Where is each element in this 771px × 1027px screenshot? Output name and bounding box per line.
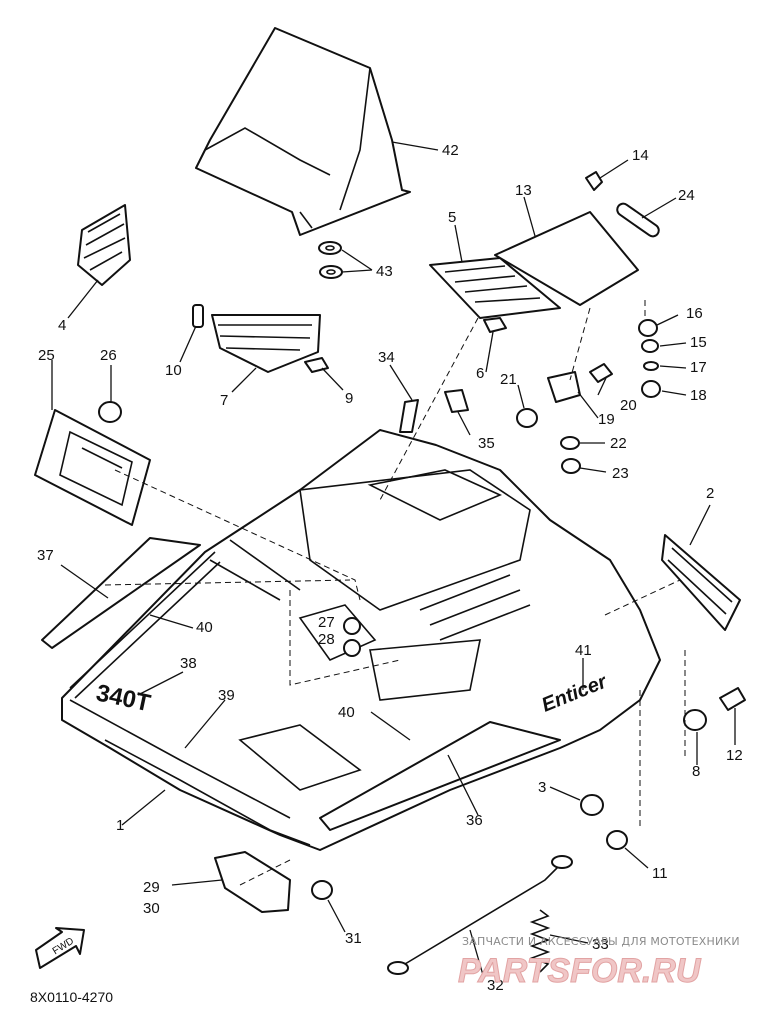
label-part-36: 36 <box>466 812 483 829</box>
label-part-2: 2 <box>706 485 714 502</box>
label-part-40b: 40 <box>338 704 355 721</box>
washer-part <box>643 361 659 371</box>
label-part-27: 27 <box>318 614 335 631</box>
label-part-32: 32 <box>487 977 504 994</box>
decal-part <box>444 389 469 413</box>
bushing-part <box>638 319 658 337</box>
label-part-33: 33 <box>592 936 609 953</box>
label-part-7: 7 <box>220 392 228 409</box>
label-part-43: 43 <box>376 263 393 280</box>
cable-part <box>387 855 573 975</box>
label-part-42: 42 <box>442 142 459 159</box>
nut-part <box>641 339 659 353</box>
grommet-part <box>516 408 538 428</box>
label-part-4: 4 <box>58 317 66 334</box>
label-part-13: 13 <box>515 182 532 199</box>
vent-pad-part <box>429 257 561 319</box>
label-part-1: 1 <box>116 817 124 834</box>
label-part-19: 19 <box>598 411 615 428</box>
drain-plug-part <box>343 617 361 635</box>
assembly-guides <box>104 300 686 886</box>
label-part-3: 3 <box>538 779 546 796</box>
bolt-part <box>589 363 613 383</box>
label-part-26: 26 <box>100 347 117 364</box>
decal-part <box>399 399 419 433</box>
label-part-11: 11 <box>652 865 668 882</box>
label-part-5: 5 <box>448 209 456 226</box>
grommet-part <box>580 794 604 816</box>
grille-part <box>211 314 321 373</box>
label-part-14: 14 <box>632 147 649 164</box>
label-part-39: 39 <box>218 687 235 704</box>
label-part-31: 31 <box>345 930 362 947</box>
label-part-29: 29 <box>143 879 160 896</box>
screw-part <box>585 171 603 191</box>
drawing-code: 8X0110-4270 <box>30 989 113 1005</box>
washer-part <box>318 241 343 279</box>
label-part-8: 8 <box>692 763 700 780</box>
label-part-20: 20 <box>620 397 637 414</box>
drain-plug-part <box>343 639 361 657</box>
watermark: ЗАПЧАСТИ И АКСЕССУАРЫ ДЛЯ МОТОТЕХНИКИ PA… <box>458 935 740 991</box>
fwd-arrow-icon: FWD <box>35 927 85 969</box>
hinge-part <box>214 851 291 913</box>
label-part-12: 12 <box>726 747 743 764</box>
label-part-16: 16 <box>686 305 703 322</box>
label-part-6: 6 <box>476 365 484 382</box>
watermark-tagline: ЗАПЧАСТИ И АКСЕССУАРЫ ДЛЯ МОТОТЕХНИКИ <box>462 935 740 948</box>
rod-part <box>616 202 660 238</box>
trim-strip-part <box>319 721 561 831</box>
trim-strip-part <box>69 551 221 699</box>
side-panel-part <box>34 409 151 526</box>
label-part-40a: 40 <box>196 619 213 636</box>
washer-part <box>560 436 580 450</box>
vent-louver-part <box>77 204 131 286</box>
windshield-part <box>195 27 411 236</box>
grommet-part <box>606 830 628 850</box>
label-part-37: 37 <box>37 547 54 564</box>
label-part-28: 28 <box>318 631 335 648</box>
label-part-15: 15 <box>690 334 707 351</box>
label-part-23: 23 <box>612 465 629 482</box>
label-part-18: 18 <box>690 387 707 404</box>
clip-part <box>483 317 507 333</box>
nut-part <box>561 458 581 474</box>
trim-strip-part <box>69 699 291 819</box>
bushing-part <box>311 880 333 900</box>
label-part-41: 41 <box>575 642 592 659</box>
bracket-part <box>547 371 581 403</box>
spring-part <box>529 909 551 973</box>
trim-strip-part <box>41 537 201 649</box>
label-part-30: 30 <box>143 900 160 917</box>
label-part-17: 17 <box>690 359 707 376</box>
label-part-9: 9 <box>345 390 353 407</box>
grommet-part <box>98 401 122 423</box>
label-part-34: 34 <box>378 349 395 366</box>
label-part-35: 35 <box>478 435 495 452</box>
side-vent-part <box>661 534 741 631</box>
label-part-22: 22 <box>610 435 627 452</box>
cap-part <box>641 380 661 398</box>
watermark-logo: PARTSFOR.RU <box>458 952 702 990</box>
label-part-25: 25 <box>38 347 55 364</box>
bolt-part <box>719 687 746 711</box>
grommet-part <box>683 709 707 731</box>
leader-lines <box>51 141 736 976</box>
cover-plate-part <box>494 211 639 306</box>
clip-part <box>192 304 204 328</box>
label-part-21: 21 <box>500 371 517 388</box>
hood-part <box>61 429 661 851</box>
label-part-24: 24 <box>678 187 695 204</box>
label-part-10: 10 <box>165 362 182 379</box>
label-part-38: 38 <box>180 655 197 672</box>
part-labels: 1 2 3 4 5 6 7 8 9 10 11 12 13 14 15 16 1… <box>37 142 743 994</box>
